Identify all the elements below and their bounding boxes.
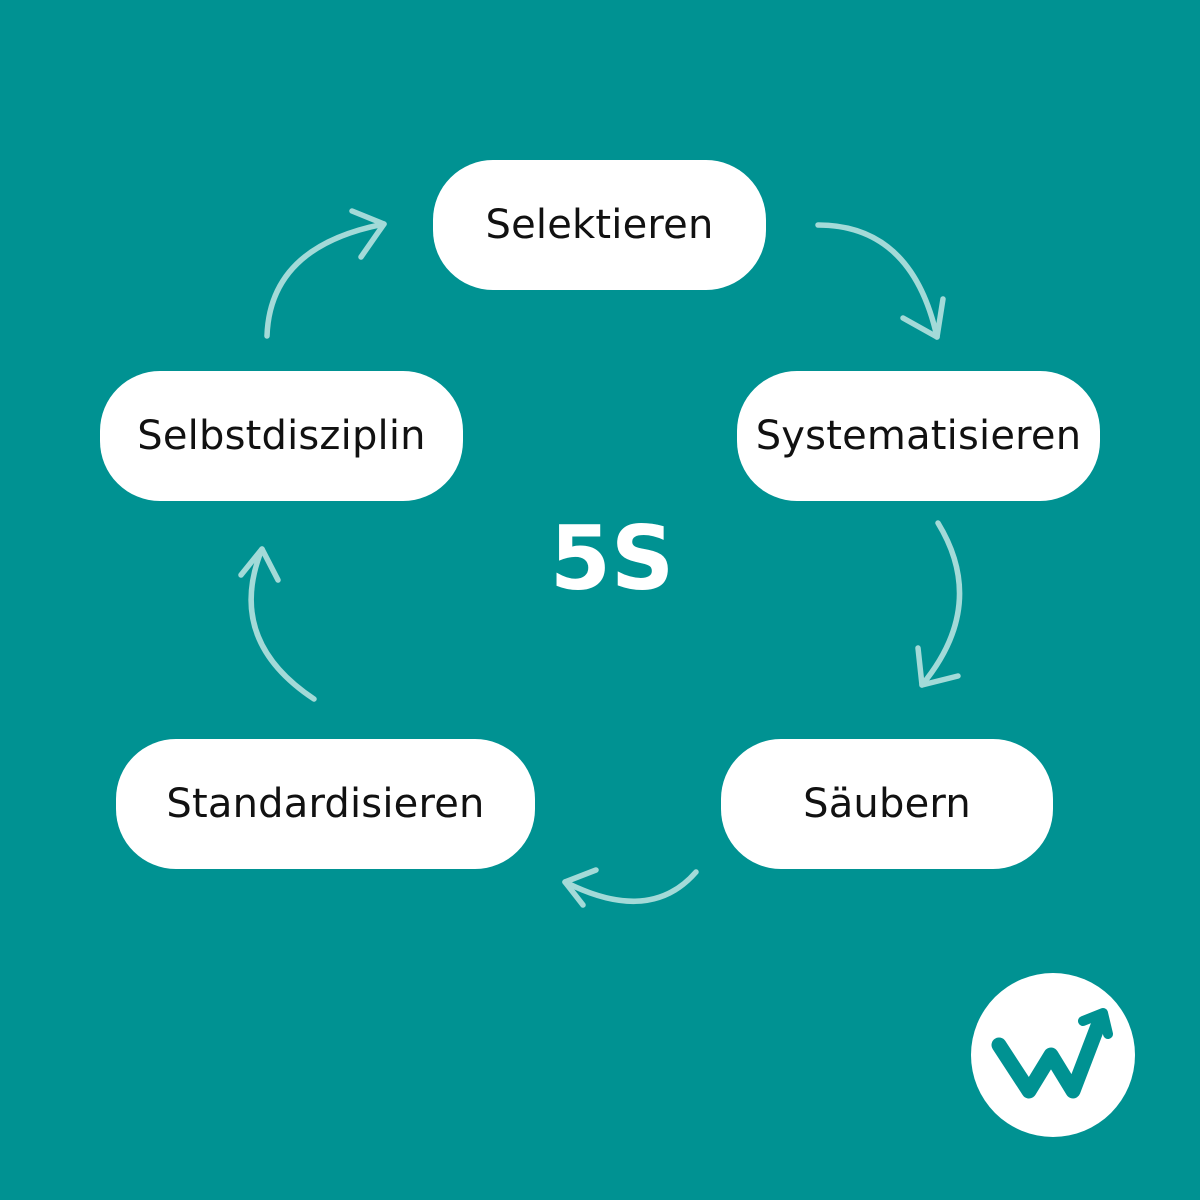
arrow-3-to-4-icon xyxy=(562,867,699,908)
arrow-5-to-1-icon xyxy=(264,208,387,339)
step-label: Säubern xyxy=(803,781,971,827)
step-label: Selbstdisziplin xyxy=(137,413,426,459)
center-title: 5S xyxy=(549,507,675,610)
step-label: Systematisieren xyxy=(755,413,1082,459)
arrow-2-to-3-icon xyxy=(915,520,963,688)
step-selbstdisziplin: Selbstdisziplin xyxy=(100,371,463,501)
arrow-4-to-5-icon xyxy=(238,546,317,702)
step-selektieren: Selektieren xyxy=(433,160,766,290)
step-standardisieren: Standardisieren xyxy=(116,739,535,869)
arrow-1-to-2-icon xyxy=(815,222,946,340)
brand-logo xyxy=(971,973,1135,1137)
step-label: Selektieren xyxy=(485,202,714,248)
step-label: Standardisieren xyxy=(166,781,485,827)
step-systematisieren: Systematisieren xyxy=(737,371,1100,501)
logo-w-arrow-icon xyxy=(991,1008,1113,1099)
step-saeubern: Säubern xyxy=(721,739,1053,869)
